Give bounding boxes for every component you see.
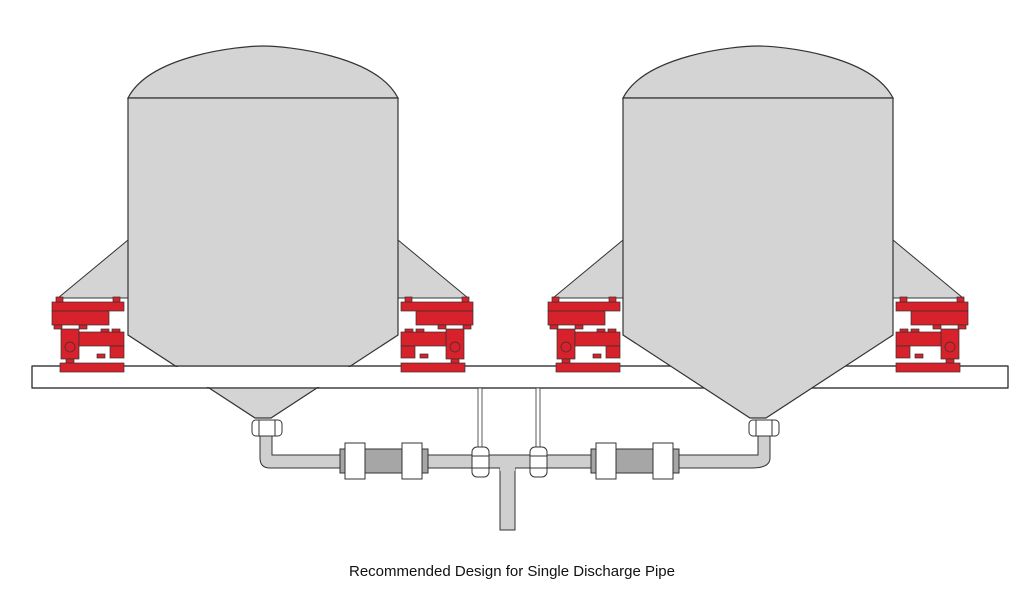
discharge-pipe: [259, 435, 771, 531]
hanger-rods: [477, 387, 541, 449]
load-cell-1: [51, 296, 125, 373]
outlet-coupling-right: [748, 419, 780, 437]
silo-right: [622, 45, 894, 419]
silo-left: [32, 45, 1008, 419]
pipe-clamps: [471, 446, 548, 478]
load-cell-3: [547, 296, 621, 373]
load-cell-2: [400, 296, 474, 373]
diagram-caption: Recommended Design for Single Discharge …: [348, 563, 675, 580]
flexible-connector-right: [590, 442, 680, 480]
load-cell-4: [895, 296, 969, 373]
flexible-connector-left: [339, 442, 429, 480]
outlet-coupling-left: [251, 419, 283, 437]
silo-support-brackets: [56, 238, 965, 299]
